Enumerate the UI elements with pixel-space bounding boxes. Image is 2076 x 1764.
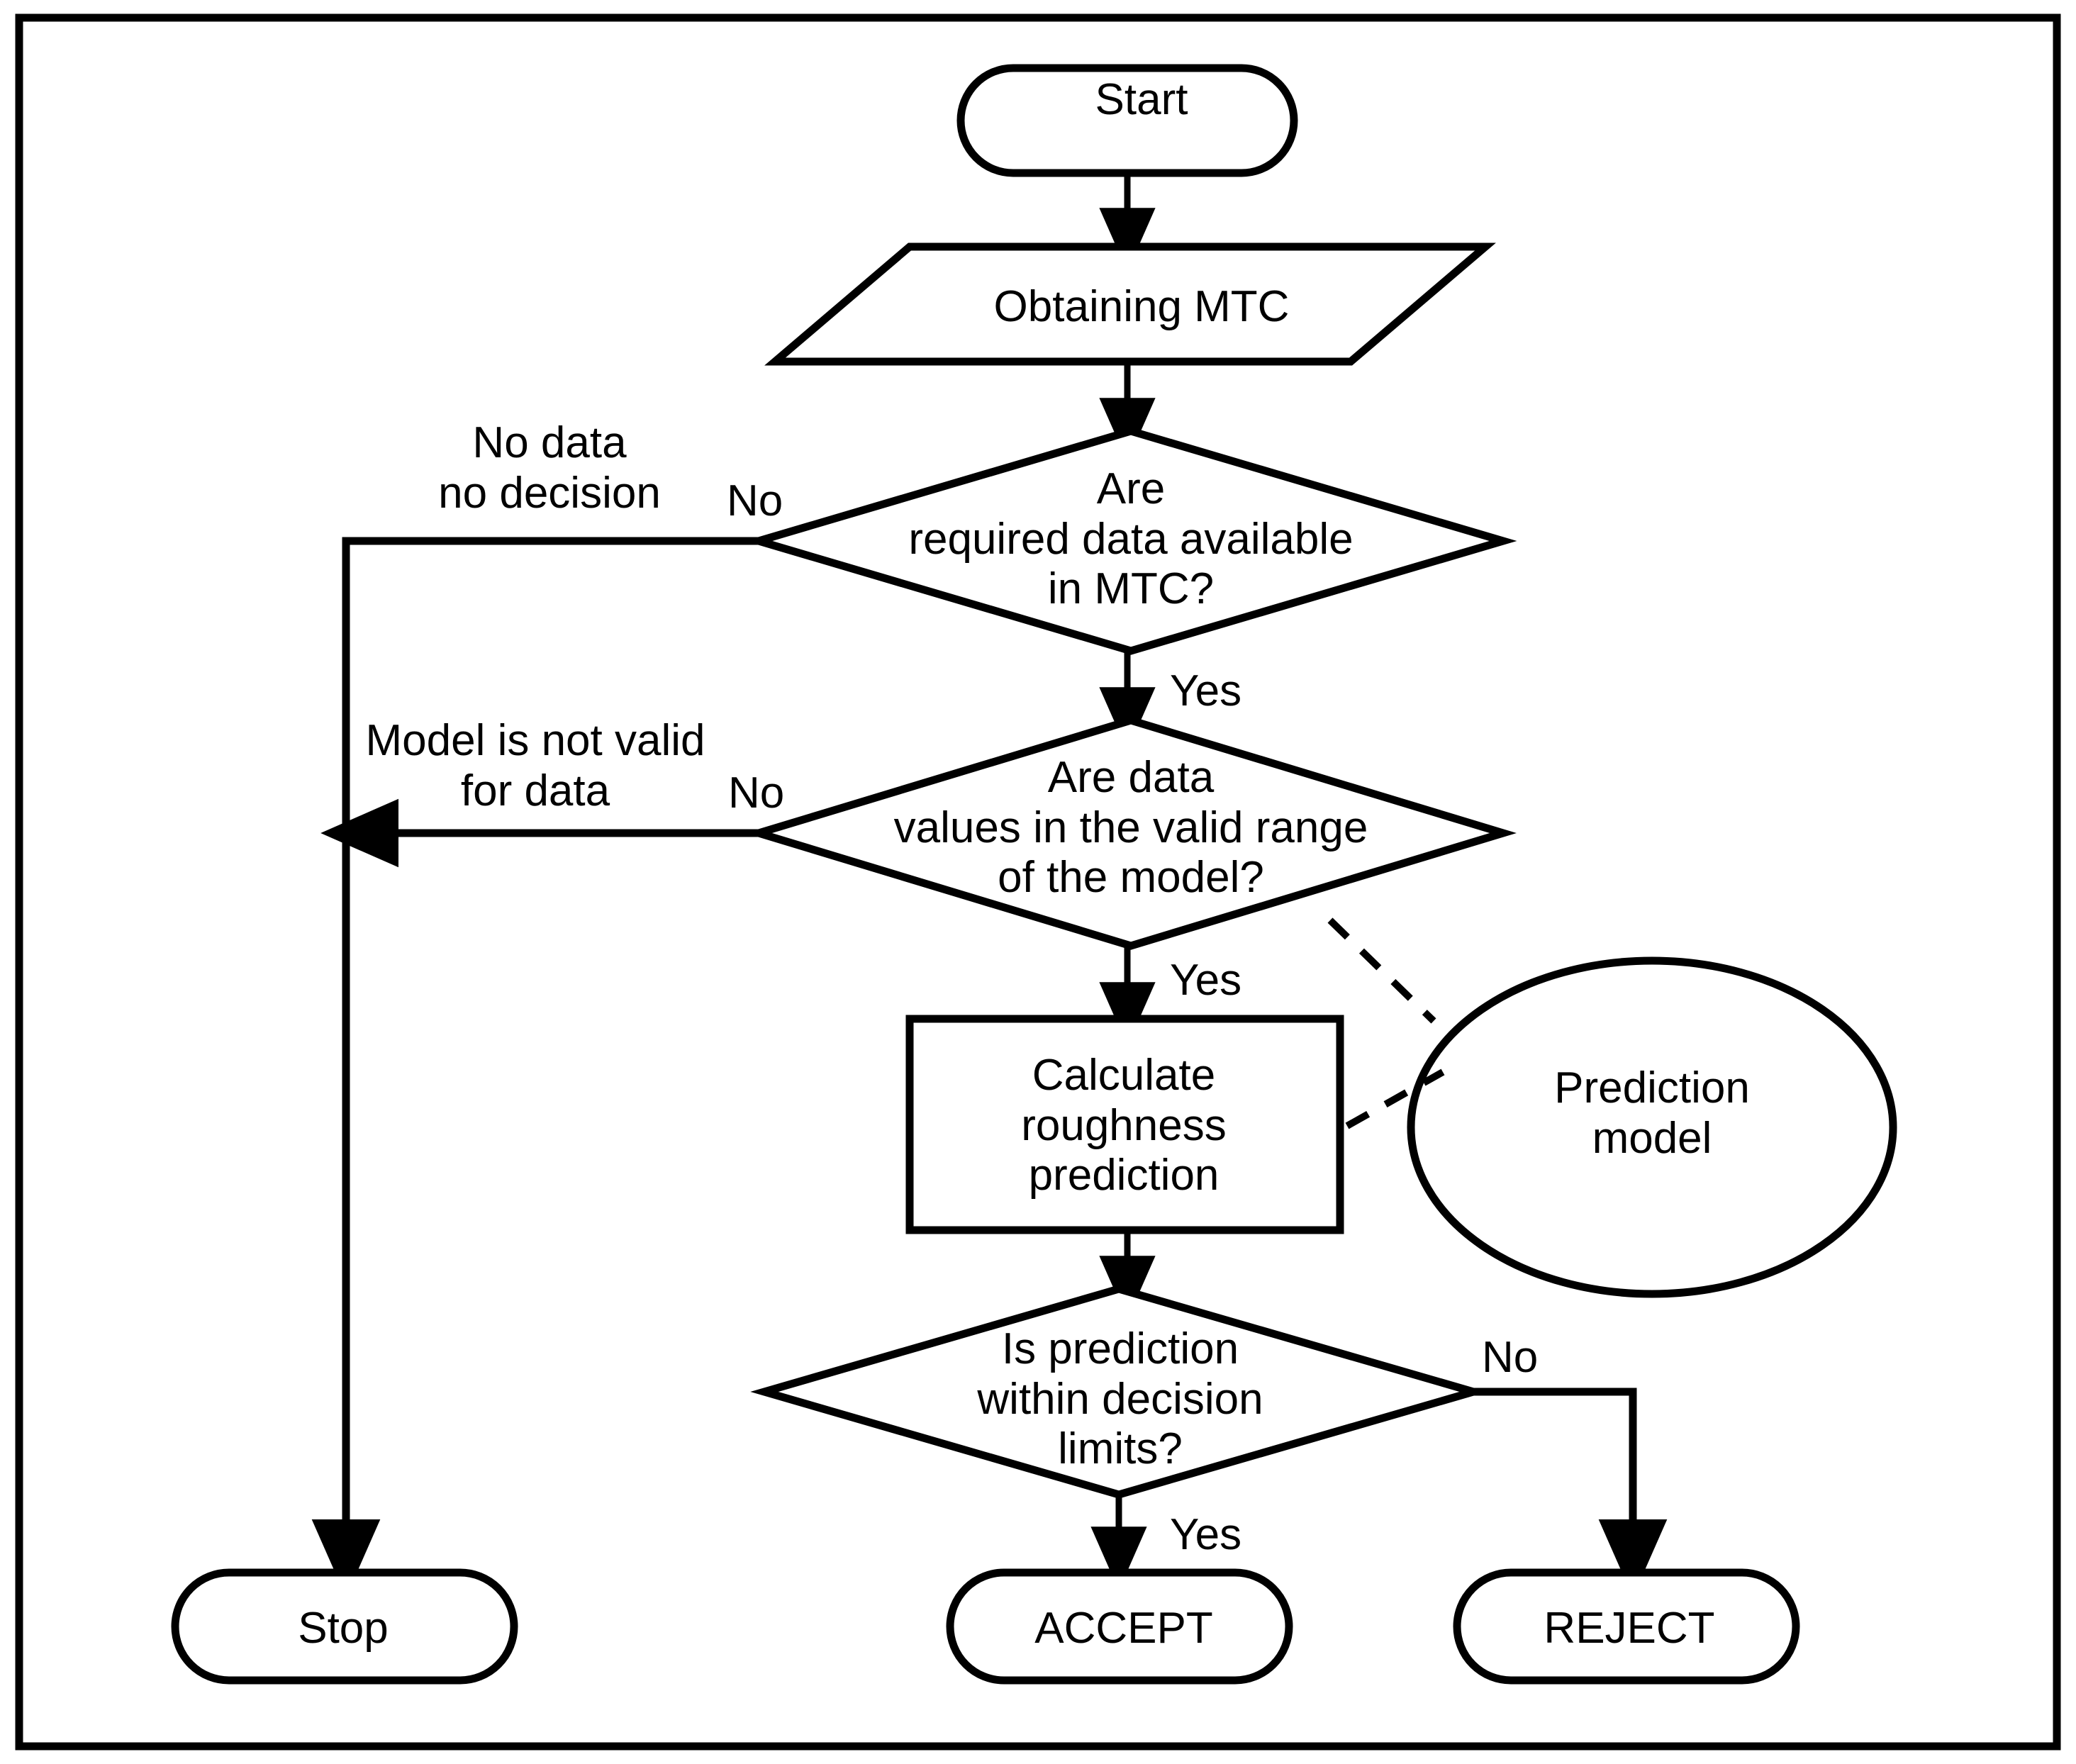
edge-label-model-is-not-valid-for-data: Model is not valid for data <box>365 716 705 815</box>
decision-data-available-shape <box>744 427 1517 655</box>
obtaining-mtc-node-shape <box>764 242 1496 366</box>
stop-node-shape <box>171 1568 518 1685</box>
edge-label-no-decision3: No <box>1482 1333 1539 1382</box>
edge-label-yes-decision3: Yes <box>1170 1510 1242 1559</box>
prediction-model-node-shape <box>1407 956 1897 1298</box>
accept-node-shape <box>946 1568 1293 1685</box>
edge-decision1-no-to-stop <box>311 537 759 1597</box>
reject-node-shape <box>1453 1568 1800 1685</box>
edge-label-no-data-no-decision: No data no decision <box>438 418 661 518</box>
edge-label-no-decision1: No <box>727 476 783 525</box>
edge-label-yes-decision2: Yes <box>1170 956 1242 1005</box>
dashed-link-model-to-calculate <box>1345 1068 1445 1129</box>
edge-label-yes-decision1: Yes <box>1170 666 1242 715</box>
edge-decision3-no-to-reject <box>1473 1388 1668 1597</box>
edge-label-no-decision2: No <box>728 769 785 817</box>
calculate-roughness-node-shape <box>905 1015 1344 1234</box>
start-node-shape <box>956 64 1298 177</box>
decision-valid-range-shape <box>745 716 1517 950</box>
dashed-link-model-to-decision2 <box>1327 917 1436 1024</box>
